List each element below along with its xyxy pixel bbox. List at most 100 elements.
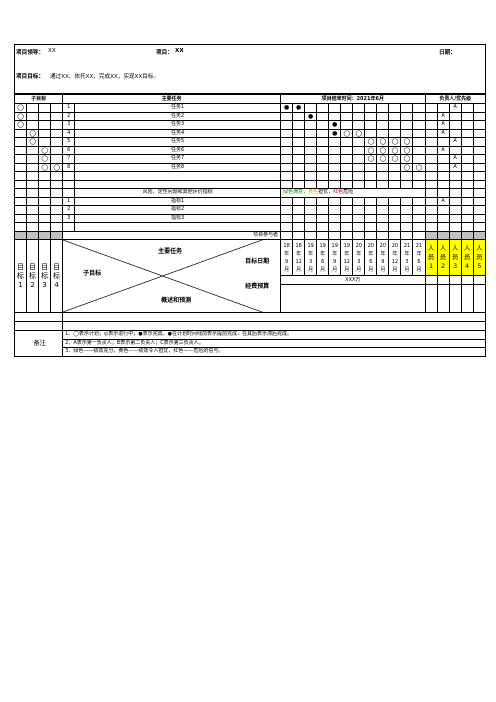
empty-cell: [364, 196, 378, 206]
grey-cell: [26, 230, 40, 240]
empty-cell: [316, 171, 330, 181]
date-month-unit: 月: [320, 266, 326, 273]
timeline-mark: [280, 128, 294, 138]
empty-cell: [448, 283, 462, 314]
owner-spacer: [424, 145, 438, 155]
empty-cell: [472, 171, 487, 181]
owner-mark: [448, 145, 462, 155]
grid-row: [15, 283, 487, 314]
grid-row: 2、A表示第一负责人；B表示第二负责人；C表示第三负责人。: [15, 338, 486, 348]
owner-mark: [448, 120, 462, 130]
date-year-unit: 年: [404, 250, 410, 257]
empty-cell: [340, 179, 354, 189]
empty-cell: [62, 179, 76, 189]
goal-char: 目: [17, 262, 25, 271]
budget-value: XXX万: [280, 275, 426, 285]
task-name: 任务4: [74, 128, 282, 138]
empty-cell: [292, 213, 306, 223]
sub-goal-mark: ◯: [38, 162, 52, 172]
owner-mark: [460, 120, 474, 130]
timeline-mark: [328, 111, 342, 121]
empty-cell: [412, 230, 426, 240]
person-number: 5: [477, 262, 482, 271]
timeline-mark: [316, 154, 330, 164]
date-month: 6: [369, 258, 373, 265]
timeline-mark: ◯: [364, 154, 378, 164]
timeline-mark: [316, 120, 330, 130]
empty-cell: [340, 213, 354, 223]
timeline-mark: ◯: [352, 128, 366, 138]
timeline-mark: [364, 128, 378, 138]
empty-cell: [13, 222, 28, 232]
date-month-unit: 月: [380, 266, 386, 273]
empty-cell: [340, 205, 354, 215]
sub-goal-mark: [13, 137, 28, 147]
owner-mark: [448, 196, 462, 206]
empty-cell: [424, 188, 438, 198]
empty-cell: [38, 222, 52, 232]
empty-cell: [400, 222, 414, 232]
empty-cell: [352, 230, 366, 240]
empty-cell: [412, 171, 426, 181]
timeline-mark: [316, 162, 330, 172]
empty-cell: [50, 222, 64, 232]
empty-cell: [388, 196, 402, 206]
empty-cell: [38, 205, 52, 215]
empty-cell: [448, 222, 462, 232]
timeline-mark: [304, 128, 318, 138]
timeline-mark: [328, 154, 342, 164]
empty-cell: [292, 205, 306, 215]
owner-mark: [460, 196, 474, 206]
timeline-mark: ◯: [376, 154, 390, 164]
owner-mark: [472, 213, 487, 223]
timeline-mark: [352, 120, 366, 130]
task-number: 5: [62, 137, 76, 147]
goal-label: 项目目标：: [16, 74, 44, 80]
legend-red: 红色: [333, 189, 344, 196]
empty-cell: [26, 179, 40, 189]
empty-cell: [352, 196, 366, 206]
empty-cell: [292, 222, 306, 232]
empty-cell: [328, 179, 342, 189]
grid-row: [13, 171, 487, 181]
owner-mark: [472, 103, 487, 113]
empty-cell: [436, 283, 450, 314]
timeline-mark: [376, 120, 390, 130]
date-year-unit: 年: [380, 250, 386, 257]
empty-cell: [62, 321, 486, 331]
empty-cell: [412, 205, 426, 215]
empty-cell: [13, 171, 28, 181]
sub-goal-mark: [13, 154, 28, 164]
legend-budget: 经费预算: [245, 283, 270, 290]
grey-cell: [448, 230, 462, 240]
timeline-mark: ●: [328, 120, 342, 130]
timeline-mark: [352, 103, 366, 113]
empty-cell: [292, 179, 306, 189]
empty-cell: [472, 283, 487, 314]
empty-cell: [38, 196, 52, 206]
timeline-mark: [400, 111, 414, 121]
empty-cell: [304, 222, 318, 232]
date-year-unit: 年: [332, 250, 338, 257]
timeline-mark: [328, 162, 342, 172]
legend-mid: 担忧，: [318, 189, 334, 196]
date-month: 3: [405, 258, 409, 265]
task-number: 3: [62, 120, 76, 130]
empty-cell: [62, 222, 76, 232]
timeline-mark: [340, 120, 354, 130]
col-main-task: 主要任务: [62, 94, 282, 104]
grey-cell: [424, 230, 438, 240]
empty-cell: [316, 222, 330, 232]
date-month-unit: 月: [308, 266, 314, 273]
date-year: 18: [295, 242, 302, 249]
timeline-mark: [412, 154, 426, 164]
person-number: 1: [428, 262, 434, 271]
empty-cell: [328, 205, 342, 215]
date-month-unit: 月: [284, 266, 290, 273]
